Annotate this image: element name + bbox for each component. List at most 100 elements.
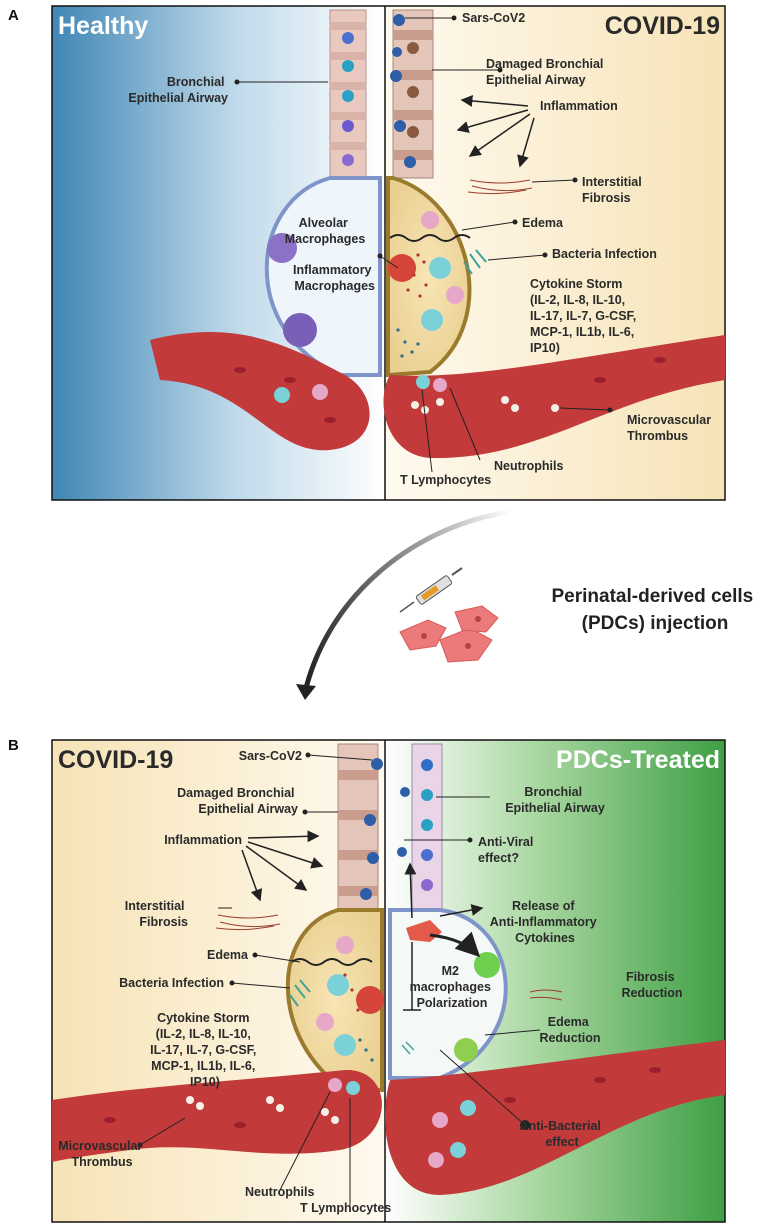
neutrophil-icon bbox=[328, 1078, 342, 1092]
label-release-anti-inflammatory: Release of Anti-Inflammatory Cytokines bbox=[490, 899, 600, 945]
leader-lines bbox=[237, 17, 611, 473]
t-lymphocyte-icon bbox=[416, 375, 430, 389]
label-microvascular-thrombus-b: Microvascular Thrombus bbox=[58, 1139, 146, 1169]
thrombus-icon bbox=[411, 396, 559, 414]
treated-title: PDCs-Treated bbox=[556, 746, 720, 774]
covid-title: COVID-19 bbox=[605, 12, 720, 40]
label-m2-polarization: M2 macrophages Polarization bbox=[410, 964, 495, 1010]
leader-dots bbox=[234, 15, 613, 413]
label-bronchial-b: Bronchial Epithelial Airway bbox=[505, 785, 605, 815]
alveolar-macrophage-icon bbox=[283, 313, 317, 347]
label-edema: Edema bbox=[522, 216, 564, 230]
covid-bronchial-epithelium-b bbox=[337, 743, 379, 911]
bacteria-icon bbox=[463, 249, 487, 275]
panel-a: A bbox=[8, 5, 726, 501]
label-bacteria-infection: Bacteria Infection bbox=[552, 247, 657, 261]
edema-line-b bbox=[291, 958, 373, 966]
covid-blood-vessel-b bbox=[52, 1069, 382, 1162]
panel-a-frame bbox=[51, 5, 726, 501]
neutrophil-icon bbox=[446, 286, 464, 304]
t-lymphocyte-icon bbox=[450, 1142, 466, 1158]
bacteria-icon bbox=[289, 979, 311, 1007]
leader-lines-b bbox=[139, 754, 541, 1205]
healthy-title: Healthy bbox=[58, 12, 148, 40]
label-t-lymphocytes-b: T Lymphocytes bbox=[300, 1201, 391, 1215]
label-anti-viral: Anti-Viral effect? bbox=[478, 835, 537, 865]
label-microvascular-thrombus: Microvascular Thrombus bbox=[627, 413, 715, 443]
covid-bronchial-epithelium bbox=[392, 9, 434, 179]
label-neutrophils: Neutrophils bbox=[494, 459, 563, 473]
label-bacteria-infection-b: Bacteria Infection bbox=[119, 976, 224, 990]
label-neutrophils-b: Neutrophils bbox=[245, 1185, 314, 1199]
m2-macrophage-icon bbox=[454, 1038, 478, 1062]
label-sars-cov2-b: Sars-CoV2 bbox=[239, 749, 302, 763]
cytokine-dots bbox=[343, 973, 360, 1012]
polarization-arrow bbox=[429, 931, 481, 958]
label-edema-reduction: Edema Reduction bbox=[539, 1015, 600, 1045]
panel-b-letter: B bbox=[8, 737, 19, 754]
pdc-cells-icon bbox=[399, 605, 499, 663]
neutrophil-icon bbox=[421, 211, 439, 229]
label-inflammation-b: Inflammation bbox=[164, 833, 242, 847]
fibrosis-icon bbox=[215, 914, 563, 1001]
virus-particles-b bbox=[360, 758, 410, 900]
t-lymphocyte-icon bbox=[334, 1034, 356, 1056]
label-fibrosis-reduction: Fibrosis Reduction bbox=[621, 970, 682, 1000]
t-lymphocyte-icon bbox=[460, 1100, 476, 1116]
label-cytokine-storm-b: Cytokine Storm (IL-2, IL-8, IL-10, IL-17… bbox=[150, 1011, 260, 1089]
thrombus-icon bbox=[186, 1096, 339, 1124]
inflammation-arrows bbox=[456, 94, 535, 168]
covid-title-b: COVID-19 bbox=[58, 746, 173, 774]
syringe-icon bbox=[399, 567, 463, 613]
m2-macrophage-icon bbox=[474, 952, 500, 978]
alveolar-macrophage-icon bbox=[267, 233, 297, 263]
treated-bronchial-epithelium bbox=[411, 743, 443, 911]
t-lymphocyte-icon bbox=[327, 974, 349, 996]
panel-a-letter: A bbox=[8, 7, 19, 24]
label-sars-cov2: Sars-CoV2 bbox=[462, 11, 525, 25]
label-interstitial-fibrosis: Interstitial Fibrosis bbox=[582, 175, 645, 205]
treated-blood-vessel bbox=[385, 1040, 725, 1195]
t-lymphocyte-icon bbox=[274, 387, 290, 403]
virus-particles bbox=[390, 14, 416, 168]
cytokine-dots bbox=[358, 1038, 374, 1062]
transition: Perinatal-derived cells (PDCs) injection bbox=[296, 509, 759, 700]
inflammatory-macrophage-icon bbox=[388, 254, 416, 282]
blood-cells bbox=[234, 357, 666, 423]
panel-b: B bbox=[8, 737, 726, 1223]
neutrophil-icon bbox=[336, 936, 354, 954]
transition-arrow bbox=[302, 509, 511, 693]
label-interstitial-fibrosis-b: Interstitial Fibrosis bbox=[125, 899, 188, 929]
blood-cells bbox=[104, 1067, 661, 1128]
label-damaged-bronchial-b: Damaged Bronchial Epithelial Airway bbox=[177, 786, 298, 816]
t-lymphocyte-icon bbox=[346, 1081, 360, 1095]
neutrophil-icon bbox=[433, 378, 447, 392]
neutrophil-icon bbox=[428, 1152, 444, 1168]
label-alveolar-macrophages: Alveolar Macrophages bbox=[285, 216, 366, 246]
neutrophil-icon bbox=[312, 384, 328, 400]
leader-dots-b bbox=[137, 752, 530, 1148]
label-bronchial: Bronchial Epithelial Airway bbox=[128, 75, 228, 105]
label-damaged-bronchial: Damaged Bronchial Epithelial Airway bbox=[486, 57, 607, 87]
label-anti-bacterial: Anti-Bacterial effect bbox=[520, 1119, 605, 1149]
label-cytokine-storm: Cytokine Storm (IL-2, IL-8, IL-10, IL-17… bbox=[530, 277, 640, 355]
inhibition-line bbox=[403, 942, 421, 1011]
covid-blood-vessel bbox=[383, 335, 725, 459]
healthy-blood-vessel bbox=[150, 332, 370, 451]
inflammatory-macrophage-icon bbox=[356, 986, 384, 1014]
cytokine-dots bbox=[396, 328, 420, 358]
neutrophil-icon bbox=[432, 1112, 448, 1128]
bacteria-icon bbox=[401, 1041, 415, 1055]
transition-text: Perinatal-derived cells (PDCs) injection bbox=[552, 586, 759, 634]
t-lymphocyte-icon bbox=[421, 309, 443, 331]
cytokine-dots bbox=[406, 253, 428, 298]
healthy-bronchial-epithelium bbox=[329, 9, 367, 179]
transition-arrowhead bbox=[296, 684, 316, 700]
label-inflammatory-macrophages: Inflammatory Macrophages bbox=[293, 263, 375, 293]
label-t-lymphocytes: T Lymphocytes bbox=[400, 473, 491, 487]
t-lymphocyte-icon bbox=[429, 257, 451, 279]
label-inflammation: Inflammation bbox=[540, 99, 618, 113]
inflammation-arrows-b bbox=[241, 830, 484, 919]
edema-line bbox=[389, 234, 471, 242]
